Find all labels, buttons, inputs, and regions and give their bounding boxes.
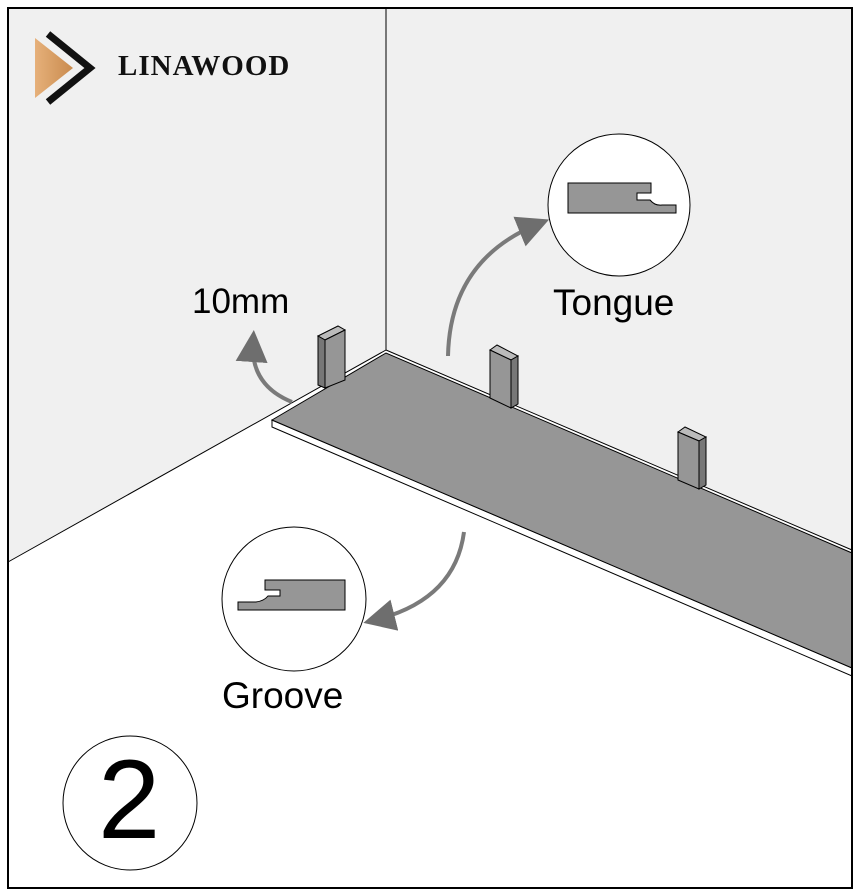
gap-arrow [235,330,293,404]
groove-arrow [363,531,466,631]
groove-label: Groove [222,675,344,716]
tongue-profile-icon [567,182,677,214]
step-number-circle [62,735,198,871]
left-wall [8,8,386,562]
gap-label: 10mm [192,282,290,321]
step-number: 2 [98,737,161,862]
right-floor-line [385,349,853,551]
groove-profile-icon [237,579,346,611]
linawood-logo-icon [35,31,96,105]
spacer [676,426,708,490]
tongue-arrow [446,216,550,357]
spacer [489,344,520,409]
tongue-label: Tongue [553,282,675,323]
logo-brand-text: LINAWOOD [118,50,291,82]
frame-border [7,7,853,889]
right-wall [386,8,852,550]
spacer [316,325,347,389]
